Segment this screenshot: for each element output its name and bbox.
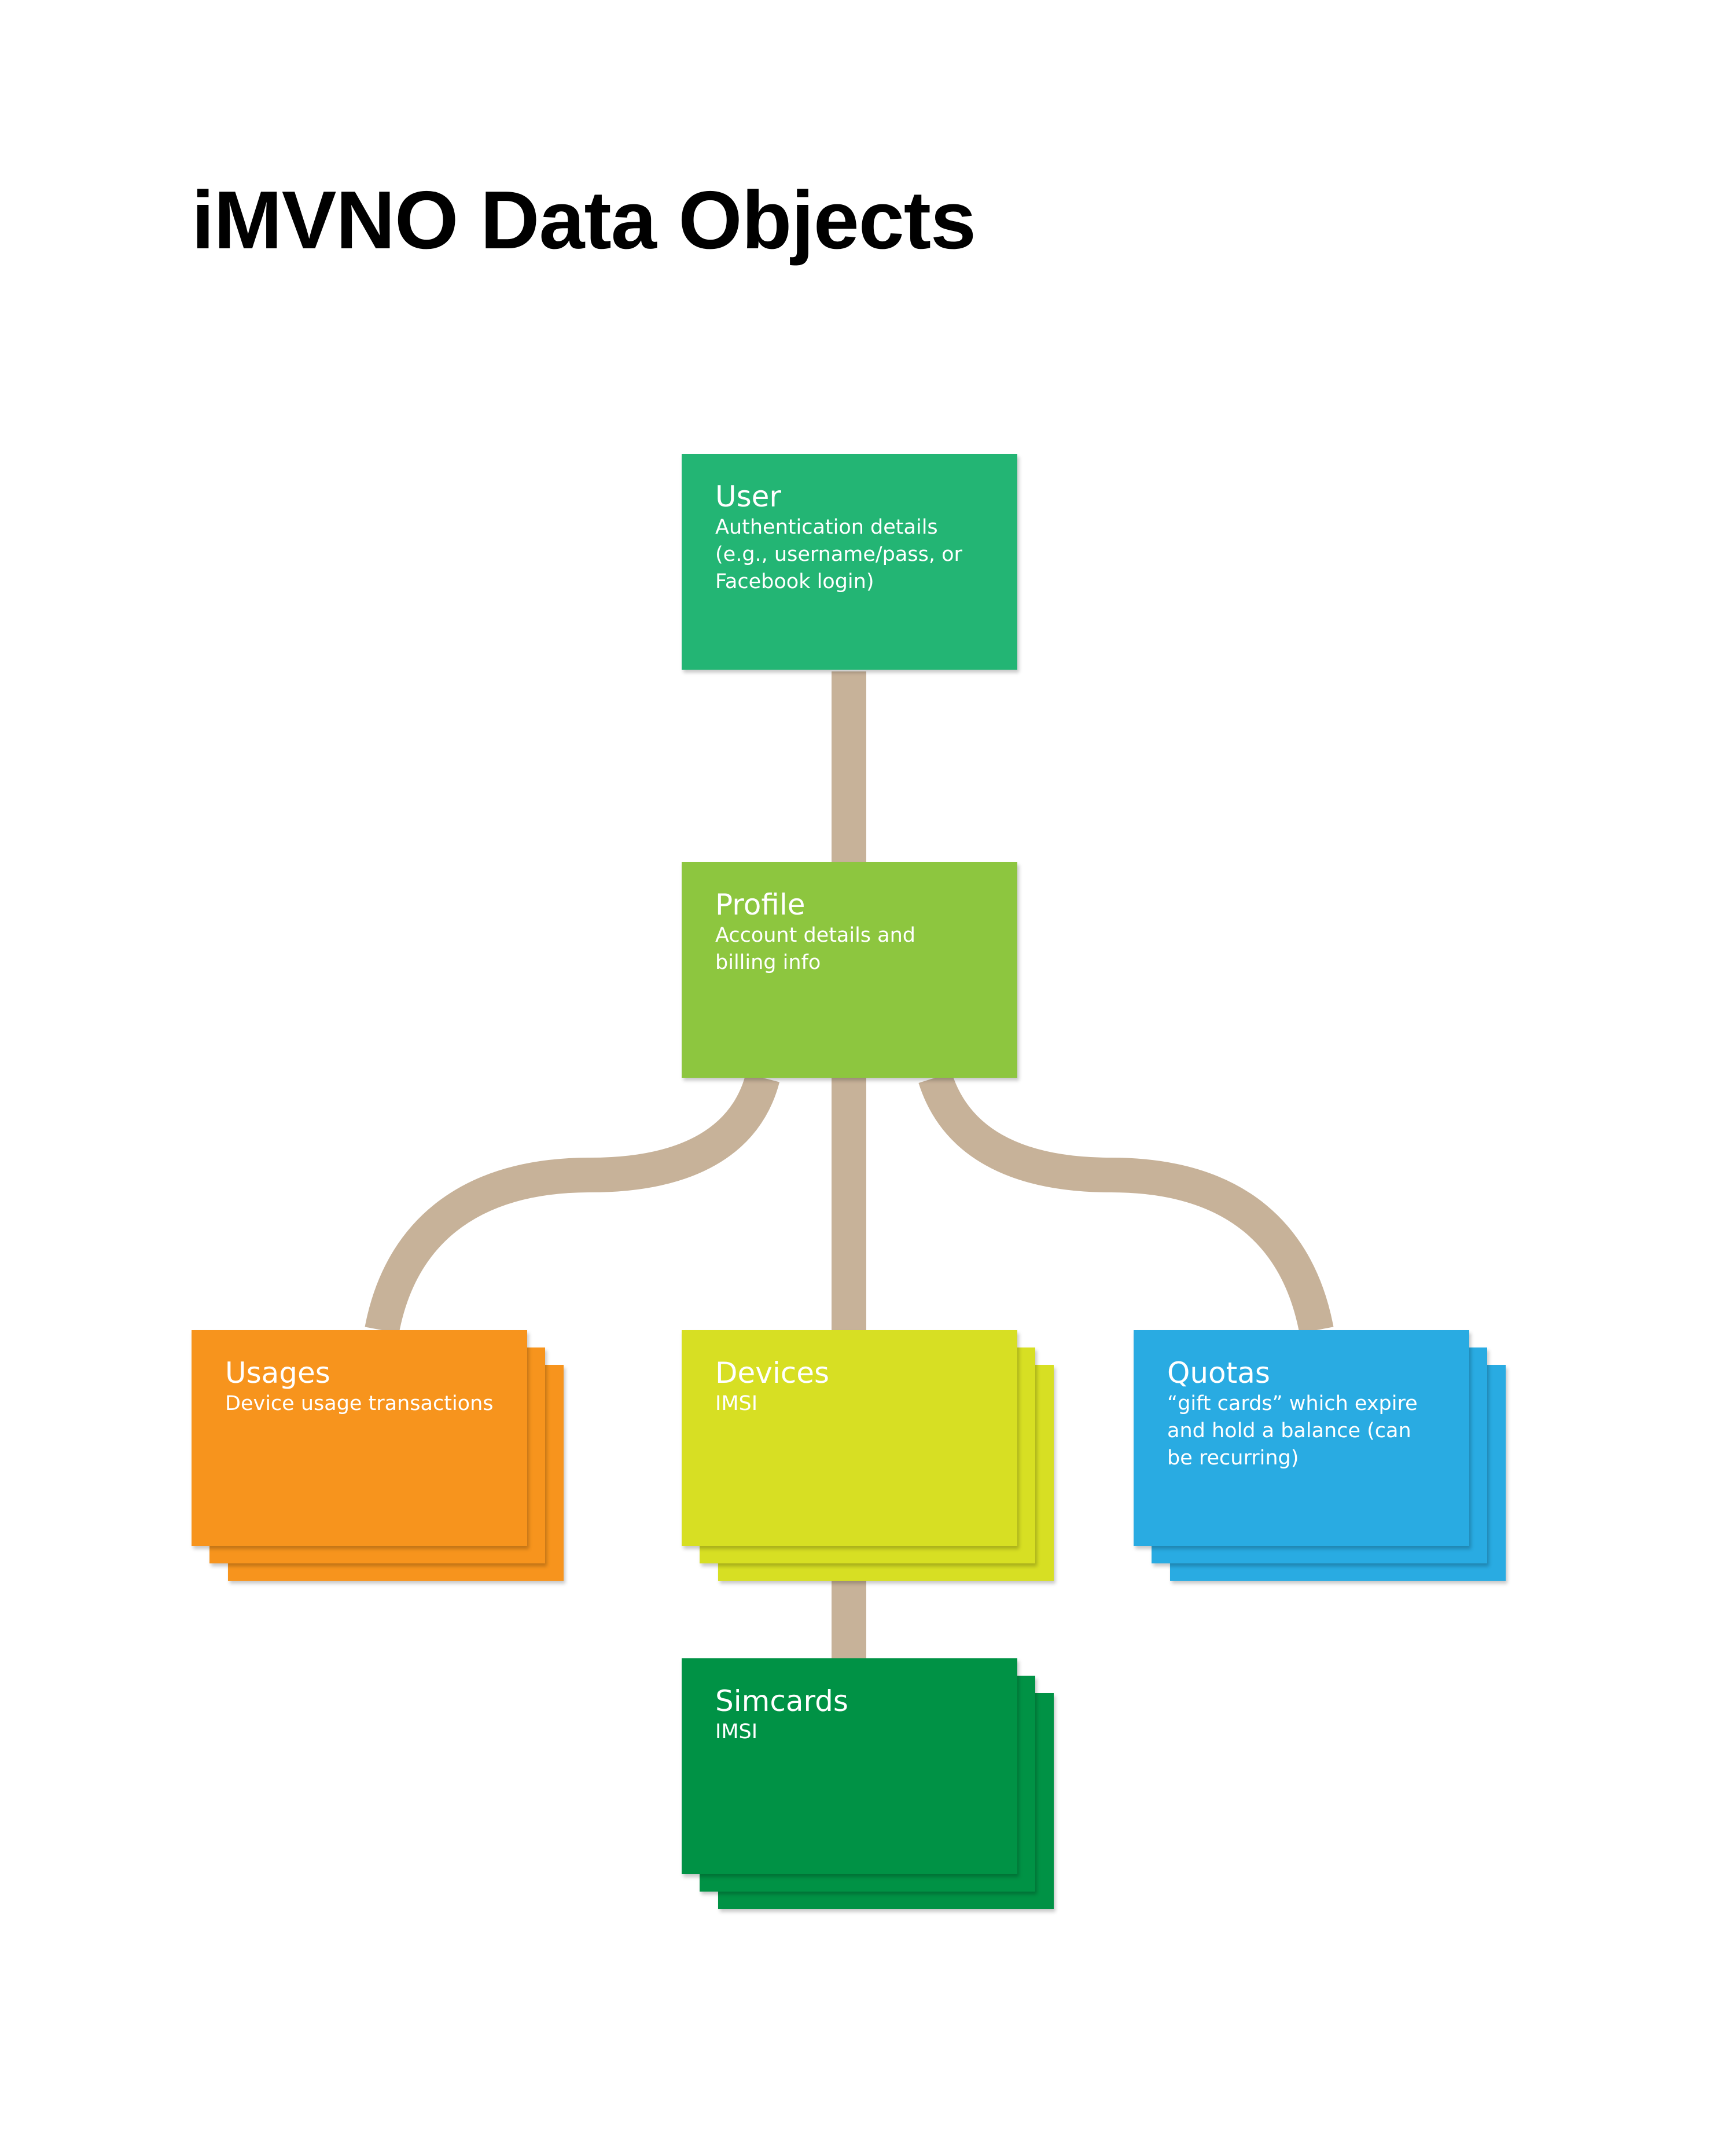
node-simcards: Simcards IMSI [682,1658,1017,1874]
node-simcards-title: Simcards [715,1684,848,1718]
node-profile-title: Profile [715,888,806,921]
node-quotas-title: Quotas [1167,1356,1270,1390]
node-user: User Authentication details (e.g., usern… [682,454,1017,670]
node-devices-title: Devices [715,1356,830,1390]
node-devices: Devices IMSI [682,1330,1017,1546]
edge-profile-quotas [918,1072,1334,1334]
node-usages-description: Device usage transactions [225,1391,494,1415]
node-usages-title: Usages [225,1356,330,1390]
node-profile: Profile Account details and billing info [682,862,1017,1078]
node-user-description: Authentication details (e.g., username/p… [715,515,962,593]
node-devices-description: IMSI [715,1391,758,1415]
node-quotas-description: “gift cards” which expire and hold a bal… [1167,1391,1418,1470]
node-simcards-description: IMSI [715,1720,758,1743]
node-profile-description: Account details and billing info [715,923,916,974]
node-quotas: Quotas “gift cards” which expire and hol… [1134,1330,1469,1546]
node-user-title: User [715,480,781,513]
edge-profile-usages [365,1073,780,1334]
page-title: iMVNO Data Objects [192,174,976,266]
node-usages: Usages Device usage transactions [192,1330,527,1546]
